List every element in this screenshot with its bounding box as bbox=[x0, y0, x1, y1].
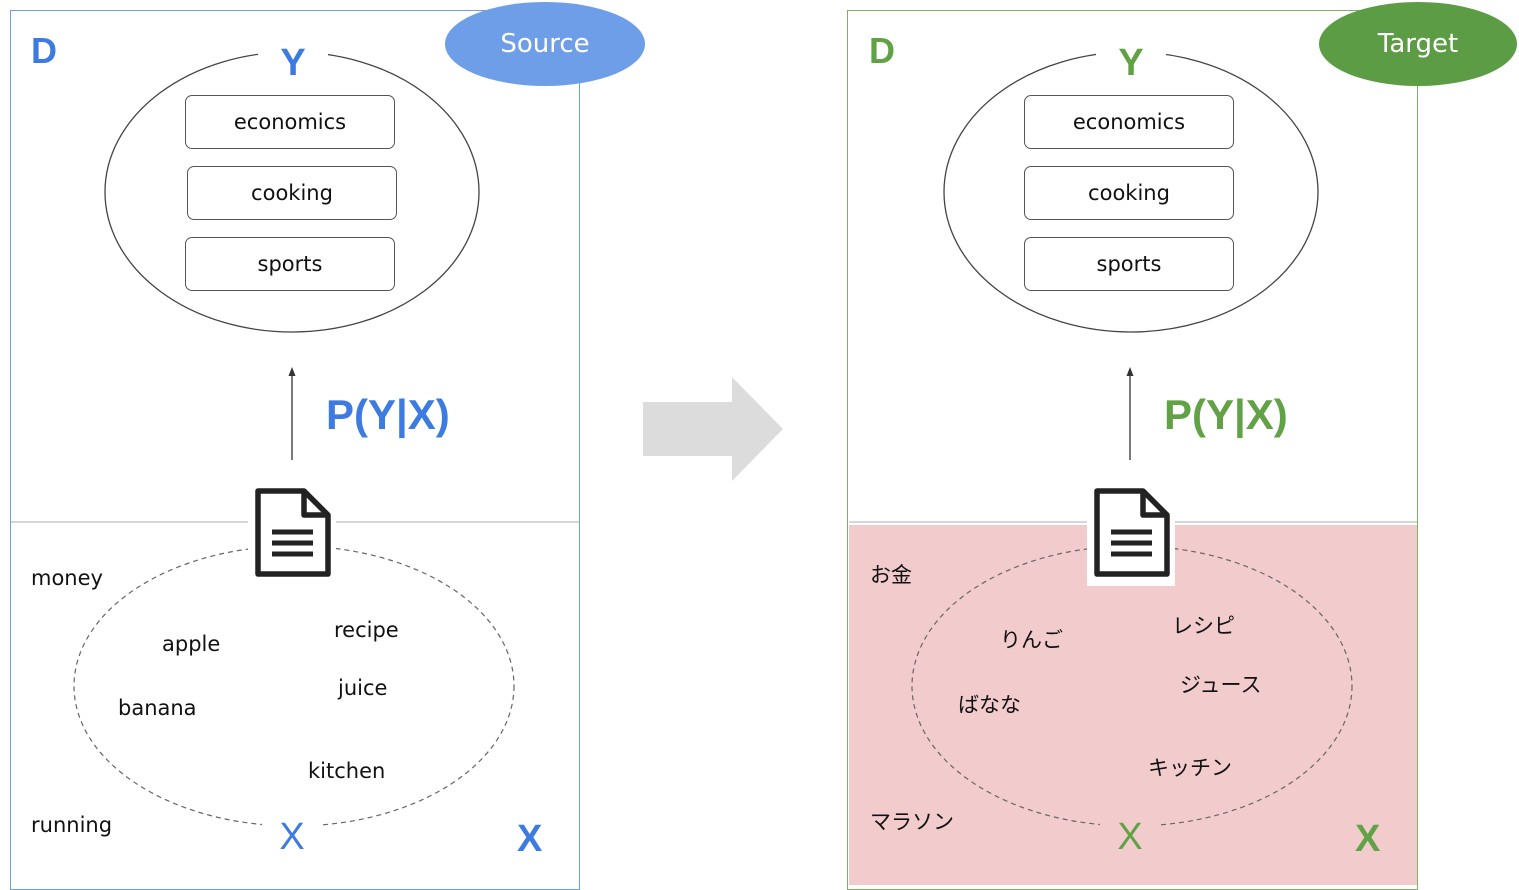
target-word-juice: ジュース bbox=[1180, 673, 1262, 697]
target-x-label-big: X bbox=[1355, 818, 1381, 860]
source-y-label: Y bbox=[258, 44, 328, 82]
target-word-money: お金 bbox=[870, 563, 912, 587]
target-up-arrow bbox=[1126, 367, 1134, 460]
source-category-cooking: cooking bbox=[187, 166, 397, 220]
target-word-apple: りんご bbox=[1000, 628, 1063, 652]
source-word-banana: banana bbox=[118, 696, 197, 720]
source-word-kitchen: kitchen bbox=[308, 759, 386, 783]
target-category-sports: sports bbox=[1024, 237, 1234, 291]
target-d-label: D bbox=[869, 30, 895, 71]
target-y-label: Y bbox=[1096, 44, 1166, 82]
target-x-label-small: X bbox=[1100, 818, 1160, 856]
source-category-sports: sports bbox=[185, 237, 395, 291]
source-x-label-big: X bbox=[517, 818, 543, 860]
source-document-icon bbox=[248, 486, 336, 580]
source-d-label: D bbox=[31, 30, 57, 71]
source-word-juice: juice bbox=[338, 676, 388, 700]
target-word-running: マラソン bbox=[870, 810, 954, 834]
right-arrow-icon bbox=[643, 377, 783, 481]
target-word-banana: ばなな bbox=[958, 693, 1021, 717]
target-tag: Target bbox=[1319, 2, 1517, 86]
source-formula: P(Y|X) bbox=[326, 391, 450, 438]
source-x-ellipse bbox=[73, 545, 515, 827]
target-word-recipe: レシピ bbox=[1172, 614, 1235, 638]
target-document-icon bbox=[1087, 486, 1175, 586]
source-word-apple: apple bbox=[162, 632, 221, 656]
source-word-running: running bbox=[31, 813, 113, 837]
source-word-money: money bbox=[31, 566, 103, 590]
source-x-label-small: X bbox=[262, 818, 322, 856]
target-formula: P(Y|X) bbox=[1164, 391, 1288, 438]
source-word-recipe: recipe bbox=[334, 618, 399, 642]
target-category-cooking: cooking bbox=[1024, 166, 1234, 220]
target-category-economics: economics bbox=[1024, 95, 1234, 149]
source-category-economics: economics bbox=[185, 95, 395, 149]
source-up-arrow bbox=[288, 367, 296, 460]
target-word-kitchen: キッチン bbox=[1148, 756, 1232, 780]
source-tag: Source bbox=[445, 2, 645, 86]
